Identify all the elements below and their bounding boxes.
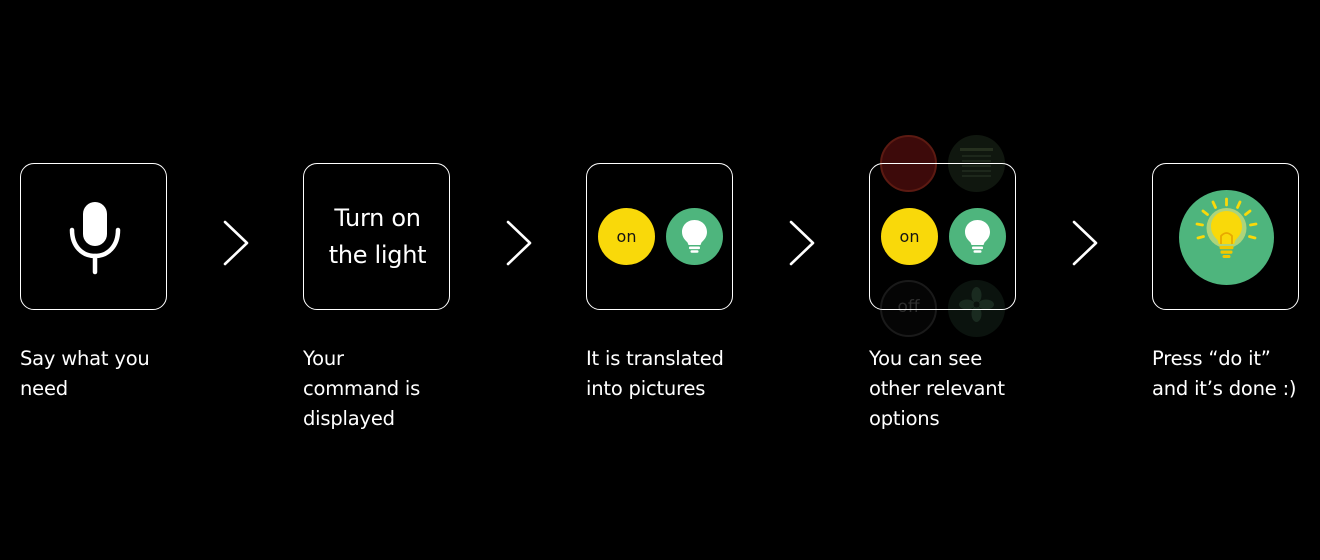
step-2-command-box: Turn on the light xyxy=(303,163,450,310)
command-line-2: the light xyxy=(328,241,427,269)
caption-line: need xyxy=(20,377,68,400)
caption-line: options xyxy=(869,407,940,430)
step-4-caption: You can see other relevant options xyxy=(869,344,1069,434)
caption-line: Say what you xyxy=(20,347,150,370)
step-3-caption: It is translated into pictures xyxy=(586,344,786,404)
on-badge: on xyxy=(598,208,655,265)
step-1-caption: Say what you need xyxy=(20,344,220,404)
caption-line: You can see xyxy=(869,347,982,370)
command-text: Turn on the light xyxy=(304,200,451,274)
lightbulb-icon xyxy=(965,220,990,253)
step-4-options-box: on xyxy=(869,163,1016,310)
chevron-right-icon xyxy=(1072,220,1098,266)
caption-line: It is translated xyxy=(586,347,724,370)
step-5-caption: Press “do it” and it’s done :) xyxy=(1152,344,1320,404)
lightbulb-icon xyxy=(682,220,707,253)
step-3-pictures-box: on xyxy=(586,163,733,310)
on-badge: on xyxy=(881,208,938,265)
chevron-right-icon xyxy=(789,220,815,266)
done-badge xyxy=(1179,190,1274,285)
step-2-caption: Your command is displayed xyxy=(303,344,503,434)
caption-line: displayed xyxy=(303,407,395,430)
lightbulb-badge xyxy=(666,208,723,265)
glowing-lightbulb-icon xyxy=(1195,197,1258,258)
caption-line: other relevant xyxy=(869,377,1005,400)
step-5-done-box xyxy=(1152,163,1299,310)
off-option: off xyxy=(880,280,937,337)
fan-icon xyxy=(959,287,994,322)
lightbulb-badge xyxy=(949,208,1006,265)
caption-line: into pictures xyxy=(586,377,706,400)
fan-option xyxy=(948,280,1005,337)
chevron-right-icon xyxy=(223,220,249,266)
caption-line: and it’s done :) xyxy=(1152,377,1297,400)
chevron-right-icon xyxy=(506,220,532,266)
caption-line: command is xyxy=(303,377,421,400)
command-line-1: Turn on xyxy=(334,204,421,232)
step-1-voice-box xyxy=(20,163,167,310)
caption-line: Press “do it” xyxy=(1152,347,1271,370)
microphone-icon xyxy=(69,202,121,275)
blinds-icon xyxy=(960,148,993,177)
caption-line: Your xyxy=(303,347,344,370)
